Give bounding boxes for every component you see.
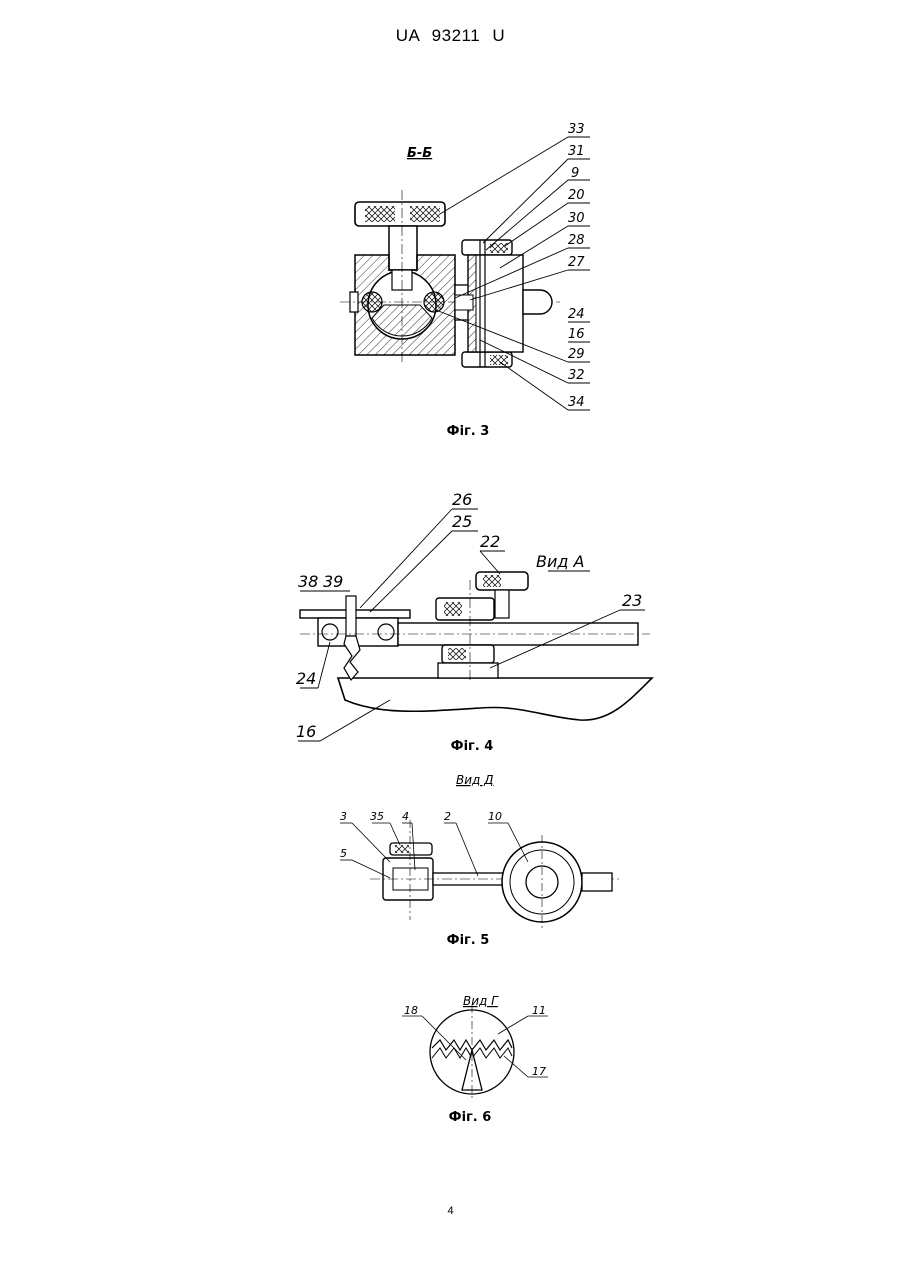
page-number: 4 — [0, 1205, 901, 1217]
ref-label-11: 11 — [532, 1004, 546, 1017]
view-g-label: Вид Г — [463, 994, 499, 1008]
ref-label-17: 17 — [532, 1065, 546, 1078]
figure-6-caption: Фіг. 6 — [410, 1110, 530, 1125]
ref-label-18: 18 — [404, 1004, 418, 1017]
figure-6-drawing: Вид Г 18 11 17 — [0, 0, 901, 1120]
